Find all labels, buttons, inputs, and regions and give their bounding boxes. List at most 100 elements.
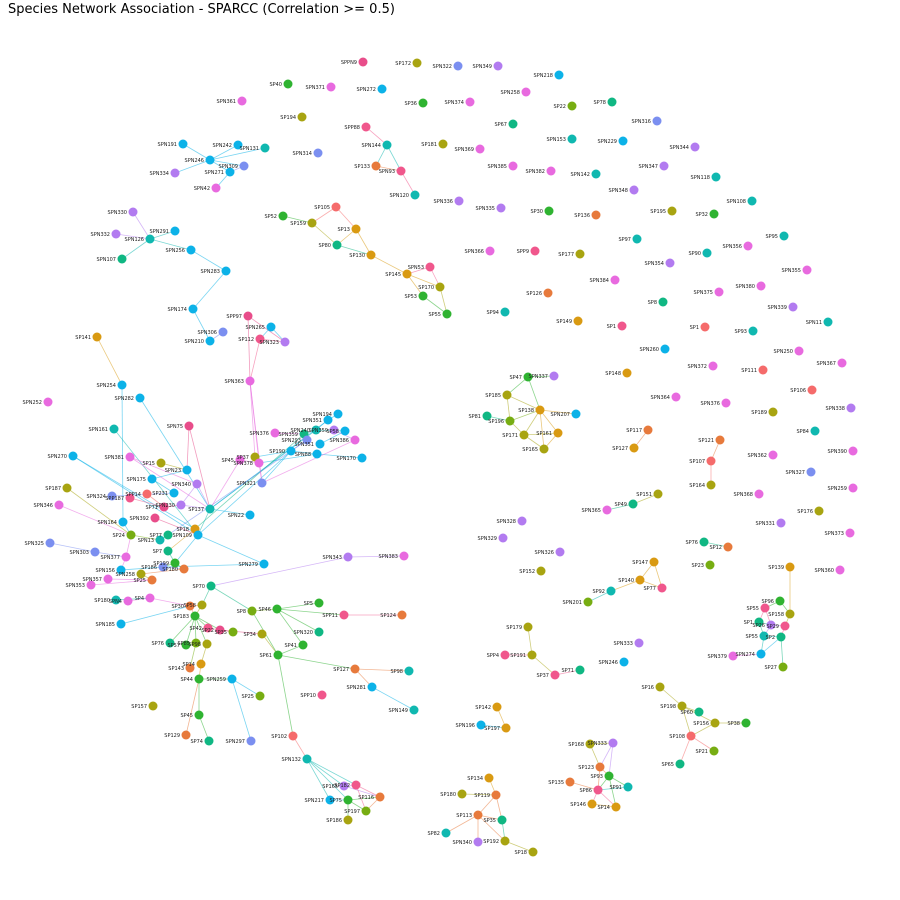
node-label: SP135 <box>548 780 564 786</box>
node-label: SP93 <box>590 774 603 780</box>
node-label: SPP9 <box>517 249 529 255</box>
node-SPN279 <box>259 559 269 569</box>
node-label: SP149 <box>556 319 572 325</box>
node-SP12 <box>723 542 733 552</box>
node-label: SP180 <box>162 567 178 573</box>
edge-SPN357-SP25 <box>107 578 153 581</box>
edge-SP180b-SP4 <box>115 597 151 601</box>
node-label: SPN53 <box>408 265 424 271</box>
node-SP21 <box>709 746 719 756</box>
node-SP176 <box>814 506 824 516</box>
node-SP182 <box>351 780 361 790</box>
node-SP136 <box>591 210 601 220</box>
node-SP86 <box>593 785 603 795</box>
node-SPN153 <box>567 134 577 144</box>
node-label: SPN306 <box>198 330 217 336</box>
node-label: SPN4 <box>109 599 122 605</box>
node-label: SP139 <box>768 565 784 571</box>
node-label: SPN386 <box>330 438 349 444</box>
node-SPN207 <box>571 409 581 419</box>
node-SPN246 <box>205 155 215 165</box>
node-label: SPN347 <box>639 164 658 170</box>
node-SPN265 <box>266 322 276 332</box>
edge-SP137-SPN109 <box>197 508 211 536</box>
node-SPN354 <box>665 258 675 268</box>
node-SPN371 <box>326 82 336 92</box>
node-label: SPN376 <box>250 431 269 437</box>
node-SPN335 <box>496 203 506 213</box>
node-SPN196 <box>476 720 486 730</box>
node-label: SPN196 <box>456 723 475 729</box>
edge-SP52-SP159 <box>282 215 313 224</box>
node-label: SPN297 <box>226 739 245 745</box>
node-SP32 <box>709 209 719 219</box>
node-label: SP98 <box>390 669 403 675</box>
node-SP105 <box>331 202 341 212</box>
node-label: SPN246 <box>185 158 204 164</box>
node-SP25b <box>255 691 265 701</box>
node-SP181 <box>438 139 448 149</box>
node-SP158 <box>785 609 795 619</box>
node-label: SP71 <box>561 668 574 674</box>
node-label: SPN340 <box>172 482 191 488</box>
node-label: SP165 <box>522 447 538 453</box>
edge-SP190-SPN109 <box>197 450 292 536</box>
edge-SPN333b-SP93b <box>608 742 614 777</box>
node-SP164 <box>706 480 716 490</box>
node-label: SPN340 <box>453 840 472 846</box>
node-label: SP126 <box>526 291 542 297</box>
node-label: SP53 <box>404 294 417 300</box>
node-SP180c <box>457 789 467 799</box>
node-SPN11 <box>823 317 833 327</box>
node-label: SP21 <box>695 749 708 755</box>
node-SP82 <box>441 828 451 838</box>
node-SP78 <box>607 97 617 107</box>
node-label: SP172 <box>395 61 411 67</box>
node-label: SPN132 <box>282 757 301 763</box>
node-label: SP1 <box>690 325 699 331</box>
node-SP195 <box>667 206 677 216</box>
node-SP159 <box>307 218 317 228</box>
node-label: SP113 <box>456 813 472 819</box>
node-SPN259b <box>227 674 237 684</box>
node-label: SPN191 <box>158 142 177 148</box>
node-label: SPN384 <box>590 278 609 284</box>
node-label: SPN131 <box>240 146 259 152</box>
edge-SP70-SP8b <box>210 585 253 612</box>
node-label: SP74 <box>190 739 203 745</box>
node-label: SP71 <box>145 505 158 511</box>
node-SP74 <box>204 736 214 746</box>
node-SPN366 <box>485 246 495 256</box>
node-SP168 <box>585 739 595 749</box>
node-label: SP65 <box>661 762 674 768</box>
node-SP146 <box>587 799 597 809</box>
node-label: SP141 <box>75 335 91 341</box>
node-label: SP170 <box>418 285 434 291</box>
node-label: SPN323 <box>260 340 279 346</box>
node-SP76b <box>165 638 175 648</box>
edge-SP147-SP77b <box>653 561 663 589</box>
node-SP161 <box>553 428 563 438</box>
node-label: SP180 <box>94 598 110 604</box>
node-layer <box>43 57 858 857</box>
node-label: SP127 <box>612 446 628 452</box>
node-label: SP22 <box>553 104 566 110</box>
node-label: SPN327 <box>786 470 805 476</box>
node-label: SPN42 <box>194 186 210 192</box>
node-SP152 <box>536 566 546 576</box>
node-label: SP38 <box>727 721 740 727</box>
node-SP23 <box>705 560 715 570</box>
node-label: SP198 <box>660 704 676 710</box>
node-SP35b <box>497 815 507 825</box>
node-label: SPN348 <box>609 188 628 194</box>
edge-SPP187-SP71 <box>129 497 165 508</box>
node-SP165b <box>339 781 349 791</box>
node-label: SP46 <box>258 607 271 613</box>
node-SP93b <box>604 771 614 781</box>
node-label: SP32 <box>695 212 708 218</box>
node-SPN374 <box>465 97 475 107</box>
node-label: SPN108 <box>727 199 746 205</box>
node-SPN240 <box>311 425 321 435</box>
node-label: SPN333 <box>614 641 633 647</box>
